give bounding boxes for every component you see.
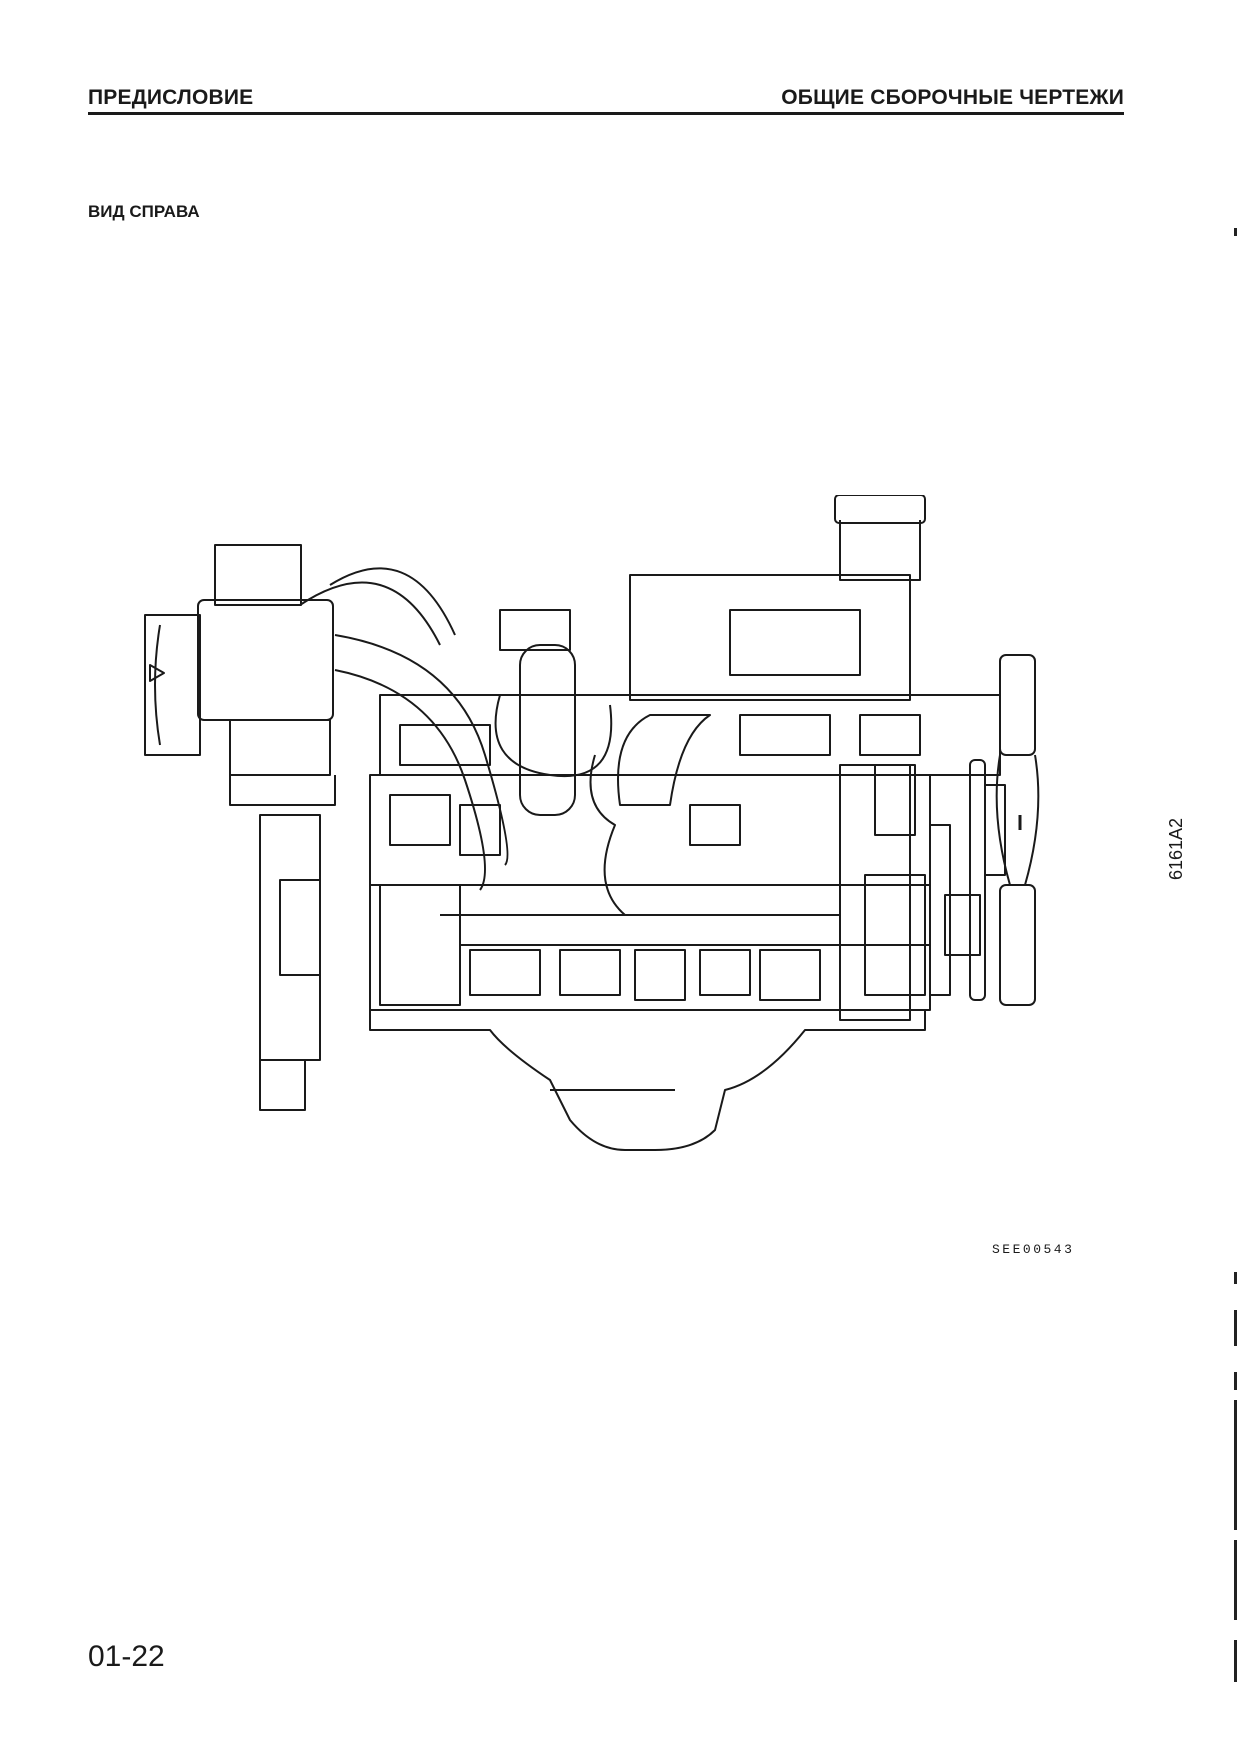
- edge-mark: [1234, 1640, 1237, 1682]
- edge-mark: [1234, 1310, 1237, 1346]
- figure-code: SEE00543: [992, 1242, 1075, 1257]
- header-section-right: ОБЩИЕ СБОРОЧНЫЕ ЧЕРТЕЖИ: [781, 86, 1124, 109]
- page-number: 01-22: [88, 1640, 165, 1673]
- side-reference-code: 6161A2: [1166, 817, 1186, 880]
- edge-mark: [1234, 1540, 1237, 1620]
- section-title: ВИД СПРАВА: [88, 202, 200, 221]
- header-rule: [88, 112, 1124, 115]
- edge-mark: [1234, 1400, 1237, 1530]
- engine-right-view-drawing: [144, 495, 1040, 1151]
- header-section-left: ПРЕДИСЛОВИЕ: [88, 86, 254, 109]
- edge-mark: [1234, 1372, 1237, 1390]
- edge-mark: [1234, 1272, 1237, 1284]
- edge-mark: [1234, 228, 1237, 236]
